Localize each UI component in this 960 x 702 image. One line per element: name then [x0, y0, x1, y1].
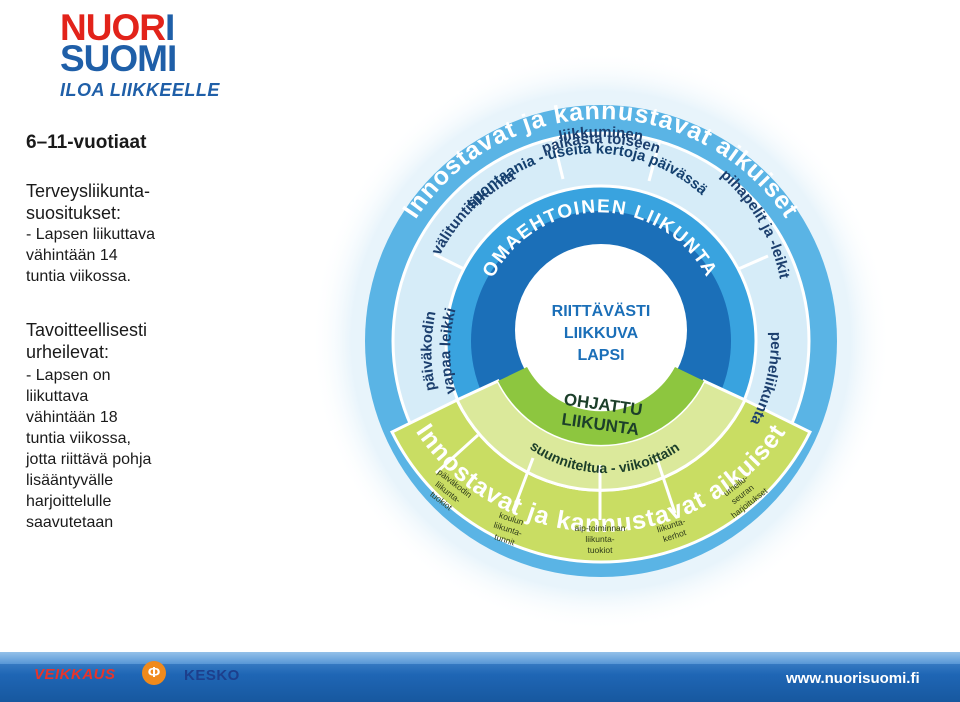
activity-wheel-diagram: Innostavat ja kannustavat aikuiset Innos… — [311, 51, 891, 631]
goal-line: vähintään 18 — [26, 409, 118, 426]
goal-line: liikuttava — [26, 388, 89, 405]
health-heading-2: suositukset: — [26, 203, 122, 223]
goal-line: - Lapsen on — [26, 367, 111, 384]
logo-line-2: SUOMI — [60, 38, 177, 79]
center-line: RIITTÄVÄSTI — [552, 302, 651, 320]
guided-band — [498, 367, 704, 445]
health-line: vähintään 14 — [26, 247, 118, 264]
guided-segment-label: liikunta- — [585, 534, 614, 544]
center-line: LIIKKUVA — [564, 325, 639, 342]
guided-segment-dividers — [434, 433, 677, 520]
center-line: LAPSI — [577, 347, 624, 364]
guided-segment-labels: päiväkodin liikunta- tuokiot koulun liik… — [428, 467, 770, 555]
veikkaus-logo: VEIKKAUS — [34, 666, 116, 683]
goal-line: saavutetaan — [26, 514, 114, 531]
footer-wave — [0, 652, 960, 664]
health-line: - Lapsen liikuttava — [26, 226, 155, 243]
goal-line: lisääntyvälle — [26, 472, 114, 489]
age-group-title: 6–11-vuotiaat — [26, 132, 147, 153]
recommendation-text: 6–11-vuotiaat Terveysliikunta- suosituks… — [26, 132, 266, 533]
goal-heading-2: urheilevat: — [26, 342, 110, 362]
segment-label: liikkuminen — [557, 124, 644, 146]
kesko-logo: KESKO — [184, 667, 240, 684]
health-heading-1: Terveysliikunta- — [26, 181, 151, 201]
center-label: RIITTÄVÄSTI LIIKKUVA LAPSI — [552, 302, 651, 364]
segment-label: päiväkodin — [418, 310, 439, 393]
website-url: www.nuorisuomi.fi — [786, 670, 920, 687]
goal-line: tuntia viikossa, — [26, 430, 131, 447]
logo-line-1: NUORI — [60, 7, 175, 48]
guided-segment-label: aip-toiminnan — [574, 523, 625, 533]
goal-line: harjoittelulle — [26, 493, 112, 510]
guided-segment-label: tuokiot — [587, 545, 613, 555]
sponsor-emblem-icon: Φ — [142, 661, 166, 685]
goal-line: jotta riittävä pohja — [26, 451, 152, 468]
health-line: tuntia viikossa. — [26, 268, 131, 285]
center-circle — [515, 244, 687, 416]
goal-heading-1: Tavoitteellisesti — [26, 320, 148, 340]
nuori-suomi-logo: NUORI SUOMI ILOA LIIKKEELLE — [60, 7, 230, 112]
logo-slogan: ILOA LIIKKEELLE — [60, 80, 220, 100]
